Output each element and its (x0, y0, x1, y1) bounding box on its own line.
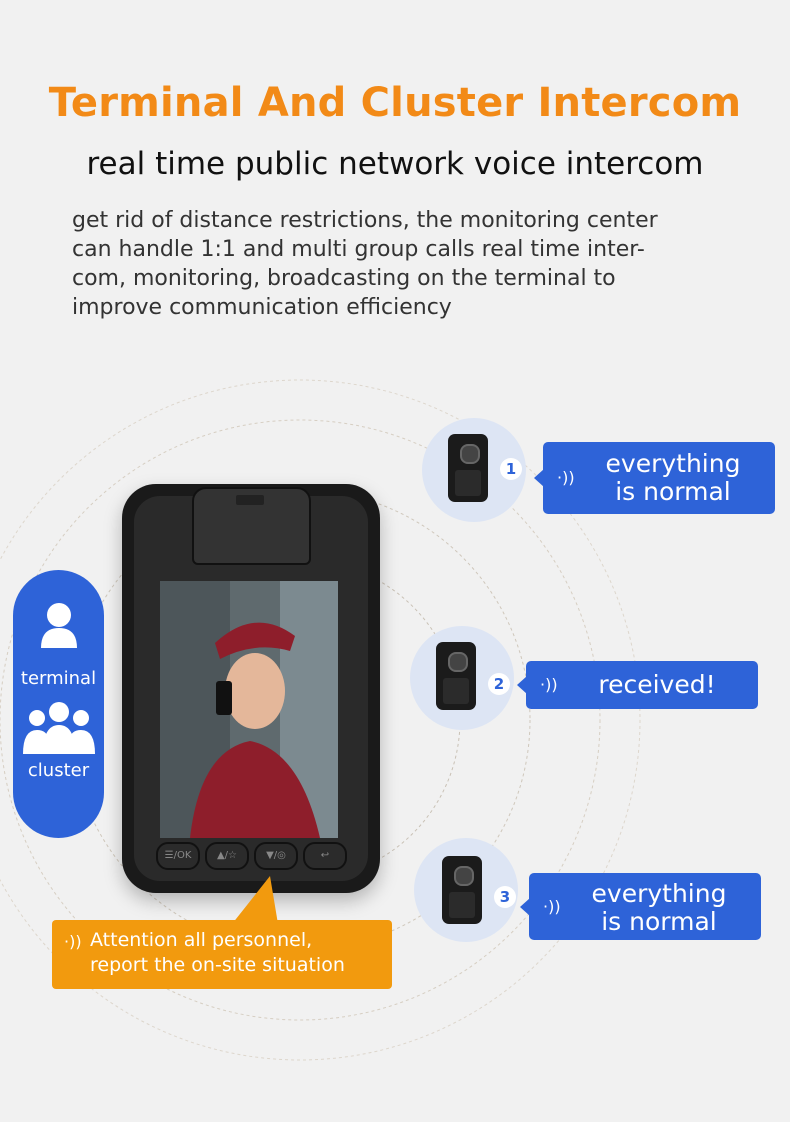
message-line: is normal (615, 477, 731, 506)
broadcast-line: report the on-site situation (90, 954, 345, 976)
description-line: get rid of distance restrictions, the mo… (72, 208, 658, 233)
terminal-label: terminal (20, 668, 97, 689)
mode-pill: terminal cluster (13, 570, 104, 838)
description: get rid of distance restrictions, the mo… (72, 206, 732, 322)
message-line: everything (605, 449, 741, 478)
message-line: everything (591, 879, 727, 908)
broadcast-icon: ·)) (557, 468, 575, 487)
callout-pointer (232, 876, 278, 924)
broadcast-callout: ·)) Attention all personnel, report the … (52, 920, 392, 989)
status-bubble: ·)) everything is normal (520, 873, 761, 940)
menu-ok-button[interactable]: ☰/OK (156, 842, 200, 870)
camera-icon (448, 434, 488, 502)
photo-officer (160, 581, 338, 838)
cluster-label: cluster (27, 760, 90, 781)
up-button[interactable]: ▲/☆ (205, 842, 249, 870)
back-button[interactable]: ↩ (303, 842, 347, 870)
status-bubble: ·)) received! (517, 661, 758, 709)
page-subtitle: real time public network voice intercom (86, 146, 704, 182)
camera-icon (436, 642, 476, 710)
person-icon (41, 603, 77, 648)
message-line: is normal (601, 907, 717, 936)
page-title: Terminal And Cluster Intercom (48, 80, 742, 126)
description-line: can handle 1:1 and multi group calls rea… (72, 237, 645, 262)
group-icon (23, 702, 95, 754)
broadcast-icon: ·)) (64, 932, 82, 951)
description-line: improve communication efficiency (72, 295, 452, 320)
unit-number: 2 (488, 673, 510, 695)
description-line: com, monitoring, broadcasting on the ter… (72, 266, 616, 291)
unit-number: 3 (494, 886, 516, 908)
broadcast-icon: ·)) (540, 675, 558, 694)
message-line: received! (598, 670, 716, 699)
camera-icon (442, 856, 482, 924)
status-bubble: ·)) everything is normal (534, 442, 775, 514)
broadcast-icon: ·)) (543, 897, 561, 916)
camera-clip (192, 487, 311, 565)
broadcast-text: Attention all personnel, report the on-s… (90, 928, 345, 978)
broadcast-line: Attention all personnel, (90, 929, 313, 951)
down-button[interactable]: ▼/◎ (254, 842, 298, 870)
camera-screen (160, 581, 338, 838)
unit-number: 1 (500, 458, 522, 480)
